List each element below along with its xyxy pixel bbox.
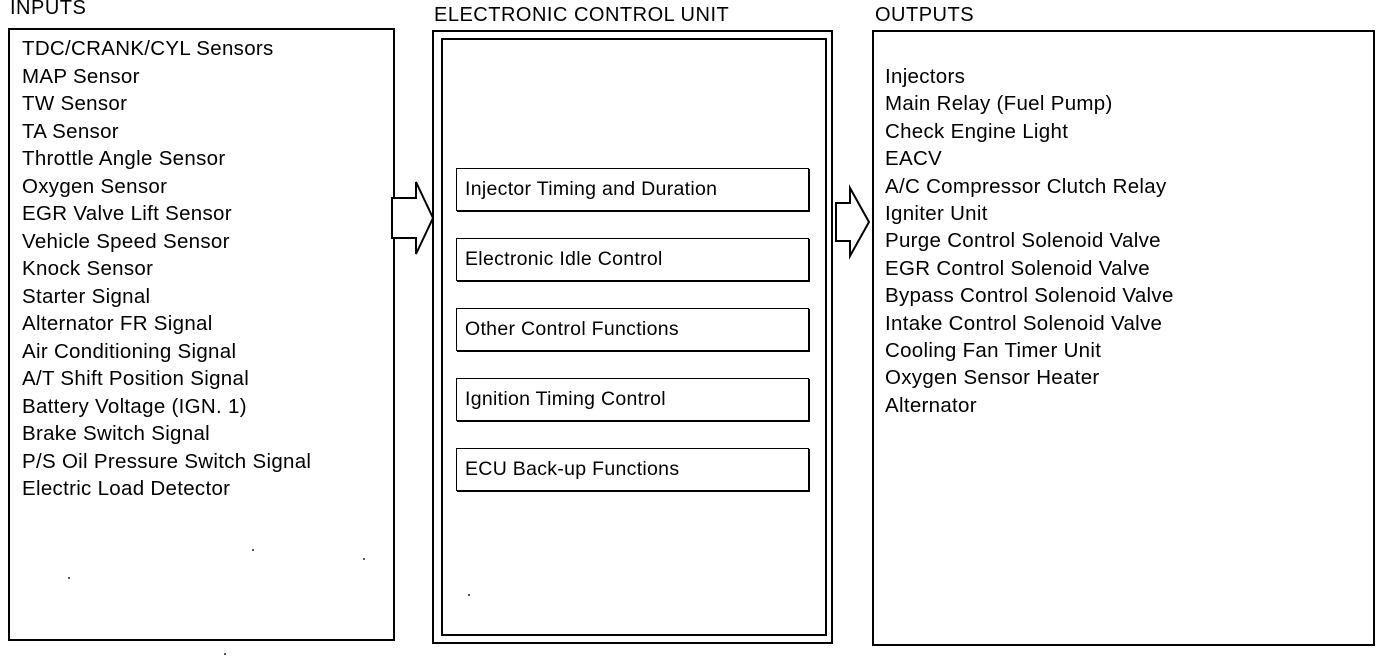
list-item: MAP Sensor <box>22 64 140 88</box>
list-item: Intake Control Solenoid Valve <box>885 311 1163 335</box>
list-item: A/T Shift Position Signal <box>22 367 250 390</box>
inputs-panel <box>8 28 395 641</box>
ecu-function-box: Electronic Idle Control <box>456 238 809 281</box>
list-item: Purge Control Solenoid Valve <box>885 229 1161 253</box>
list-item: Main Relay (Fuel Pump) <box>885 92 1113 116</box>
ecu-function-box: Ignition Timing Control <box>456 378 809 421</box>
scan-speck <box>363 558 365 560</box>
list-item: Battery Voltage (IGN. 1) <box>22 394 247 418</box>
inputs-heading: INPUTS <box>10 0 87 19</box>
list-item: Alternator <box>885 393 977 417</box>
list-item: Alternator FR Signal <box>22 312 213 335</box>
scan-speck <box>468 594 470 596</box>
list-item: TA Sensor <box>22 119 119 143</box>
list-item: TDC/CRANK/CYL Sensors <box>22 37 274 60</box>
ecu-inner-frame <box>441 38 827 636</box>
ecu-function-box: Injector Timing and Duration <box>456 168 809 211</box>
scan-speck <box>252 549 254 551</box>
ecu-function-box: Other Control Functions <box>456 308 809 351</box>
ecu-heading: ELECTRONIC CONTROL UNIT <box>434 4 730 26</box>
list-item: Cooling Fan Timer Unit <box>885 339 1102 363</box>
outputs-panel <box>872 30 1375 646</box>
list-item: Throttle Angle Sensor <box>22 147 226 170</box>
list-item: EGR Valve Lift Sensor <box>22 202 232 225</box>
list-item: EACV <box>885 147 943 171</box>
list-item: Igniter Unit <box>885 202 988 226</box>
list-item: Knock Sensor <box>22 257 154 280</box>
list-item: Check Engine Light <box>885 119 1069 143</box>
list-item: Injectors <box>885 65 966 88</box>
list-item: Air Conditioning Signal <box>22 339 237 363</box>
scan-speck <box>224 653 226 655</box>
list-item: Bypass Control Solenoid Valve <box>885 284 1174 308</box>
inputs-to-ecu-arrow <box>391 181 435 255</box>
list-item: Oxygen Sensor Heater <box>885 366 1100 390</box>
list-item: A/C Compressor Clutch Relay <box>885 174 1167 198</box>
list-item: P/S Oil Pressure Switch Signal <box>22 449 312 473</box>
list-item: Brake Switch Signal <box>22 422 211 445</box>
list-item: Vehicle Speed Sensor <box>22 229 230 253</box>
list-item: TW Sensor <box>22 92 128 115</box>
ecu-function-box: ECU Back-up Functions <box>456 448 809 491</box>
list-item: Oxygen Sensor <box>22 174 168 198</box>
scan-speck <box>68 577 70 579</box>
list-item: EGR Control Solenoid Valve <box>885 256 1150 280</box>
list-item: Starter Signal <box>22 284 151 308</box>
list-item: Electric Load Detector <box>22 477 231 500</box>
ecu-to-outputs-arrow <box>835 184 871 260</box>
outputs-heading: OUTPUTS <box>875 4 975 26</box>
